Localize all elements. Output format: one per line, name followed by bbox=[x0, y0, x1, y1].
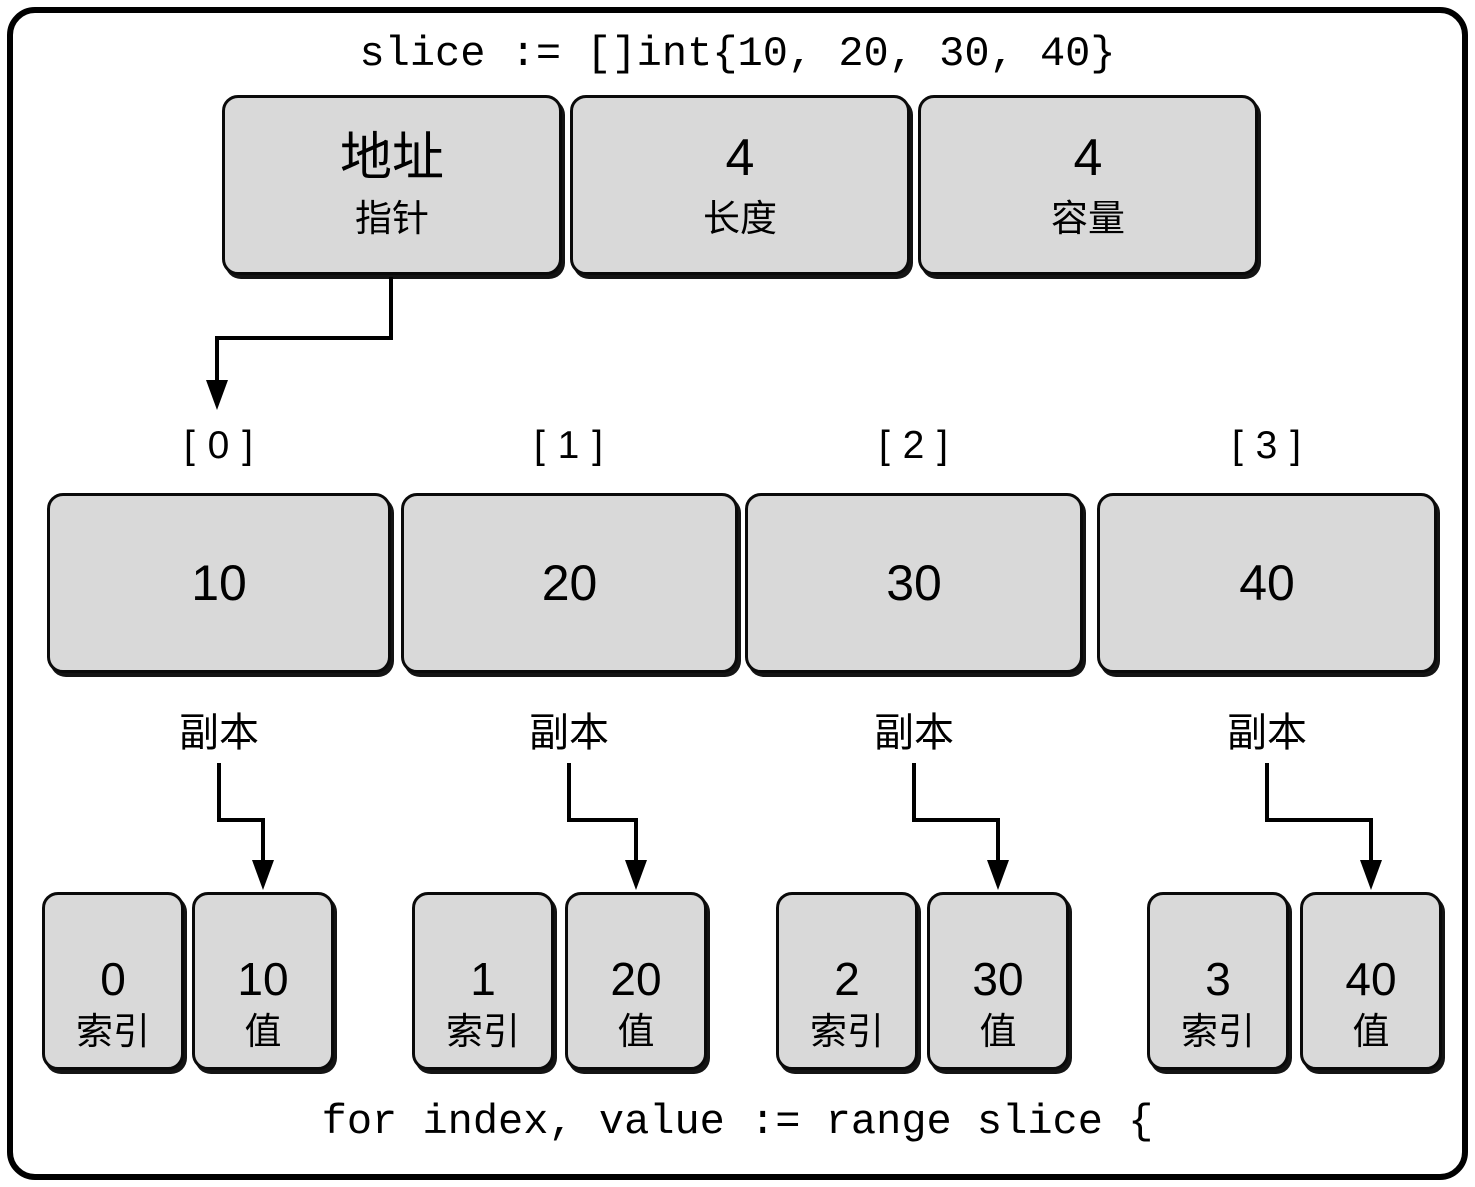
pair-1-value-box: 20 值 bbox=[565, 892, 707, 1070]
capacity-box-label: 容量 bbox=[1051, 198, 1125, 239]
length-box-value: 4 bbox=[725, 129, 755, 187]
array-element-box-2: 30 bbox=[745, 493, 1083, 673]
array-element-value-0: 10 bbox=[191, 555, 247, 611]
pair-1-index-box: 1 索引 bbox=[412, 892, 554, 1070]
pair-3-index-box: 3 索引 bbox=[1147, 892, 1289, 1070]
pair-3-value-box: 40 值 bbox=[1300, 892, 1442, 1070]
array-element-box-0: 10 bbox=[47, 493, 391, 673]
array-element-box-1: 20 bbox=[401, 493, 738, 673]
copy-label-2: 副本 bbox=[874, 711, 954, 755]
pair-3-value-label: 值 bbox=[1352, 1011, 1390, 1052]
array-element-box-3: 40 bbox=[1097, 493, 1437, 673]
pair-2-value-label: 值 bbox=[979, 1011, 1017, 1052]
pair-3-index-value: 3 bbox=[1205, 953, 1231, 1005]
length-box-label: 长度 bbox=[703, 198, 777, 239]
pair-2-value-box: 30 值 bbox=[927, 892, 1069, 1070]
capacity-box-value: 4 bbox=[1073, 129, 1103, 187]
slice-header-length-box: 4 长度 bbox=[570, 95, 910, 275]
pair-0-value-box: 10 值 bbox=[192, 892, 334, 1070]
array-element-value-3: 40 bbox=[1239, 555, 1295, 611]
pair-1-value-value: 20 bbox=[610, 953, 662, 1005]
range-loop-code: for index, value := range slice { bbox=[321, 1098, 1154, 1146]
pair-1-index-label: 索引 bbox=[446, 1011, 520, 1052]
array-element-value-2: 30 bbox=[886, 555, 942, 611]
pair-0-index-value: 0 bbox=[100, 953, 126, 1005]
outer-border bbox=[7, 7, 1468, 1180]
array-element-value-1: 20 bbox=[541, 555, 598, 611]
slice-header-pointer-box: 地址 指针 bbox=[222, 95, 562, 275]
pair-0-index-label: 索引 bbox=[76, 1011, 150, 1052]
pair-3-index-label: 索引 bbox=[1181, 1011, 1255, 1052]
copy-label-1: 副本 bbox=[529, 711, 609, 755]
pair-2-index-value: 2 bbox=[834, 953, 860, 1005]
pair-1-index-value: 1 bbox=[470, 953, 496, 1005]
array-index-label-0: [ 0 ] bbox=[183, 424, 255, 467]
pair-0-value-label: 值 bbox=[244, 1011, 282, 1052]
array-index-label-3: [ 3 ] bbox=[1231, 424, 1303, 467]
pair-2-value-value: 30 bbox=[972, 953, 1024, 1005]
copy-label-0: 副本 bbox=[179, 711, 259, 755]
pointer-box-label: 指针 bbox=[355, 198, 429, 239]
pair-1-value-label: 值 bbox=[617, 1011, 655, 1052]
pair-0-value-value: 10 bbox=[237, 953, 289, 1005]
copy-label-3: 副本 bbox=[1227, 711, 1307, 755]
array-index-label-2: [ 2 ] bbox=[878, 424, 950, 467]
pair-3-value-value: 40 bbox=[1345, 953, 1397, 1005]
slice-header-capacity-box: 4 容量 bbox=[918, 95, 1258, 275]
pointer-box-value: 地址 bbox=[339, 129, 444, 187]
pair-2-index-box: 2 索引 bbox=[776, 892, 918, 1070]
array-index-label-1: [ 1 ] bbox=[533, 424, 605, 467]
pair-0-index-box: 0 索引 bbox=[42, 892, 184, 1070]
pair-2-index-label: 索引 bbox=[810, 1011, 884, 1052]
slice-declaration-code: slice := []int{10, 20, 30, 40} bbox=[359, 30, 1116, 78]
